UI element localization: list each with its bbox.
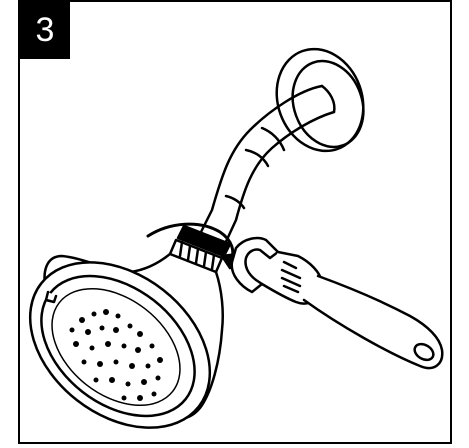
adjustable-wrench: [232, 238, 443, 368]
